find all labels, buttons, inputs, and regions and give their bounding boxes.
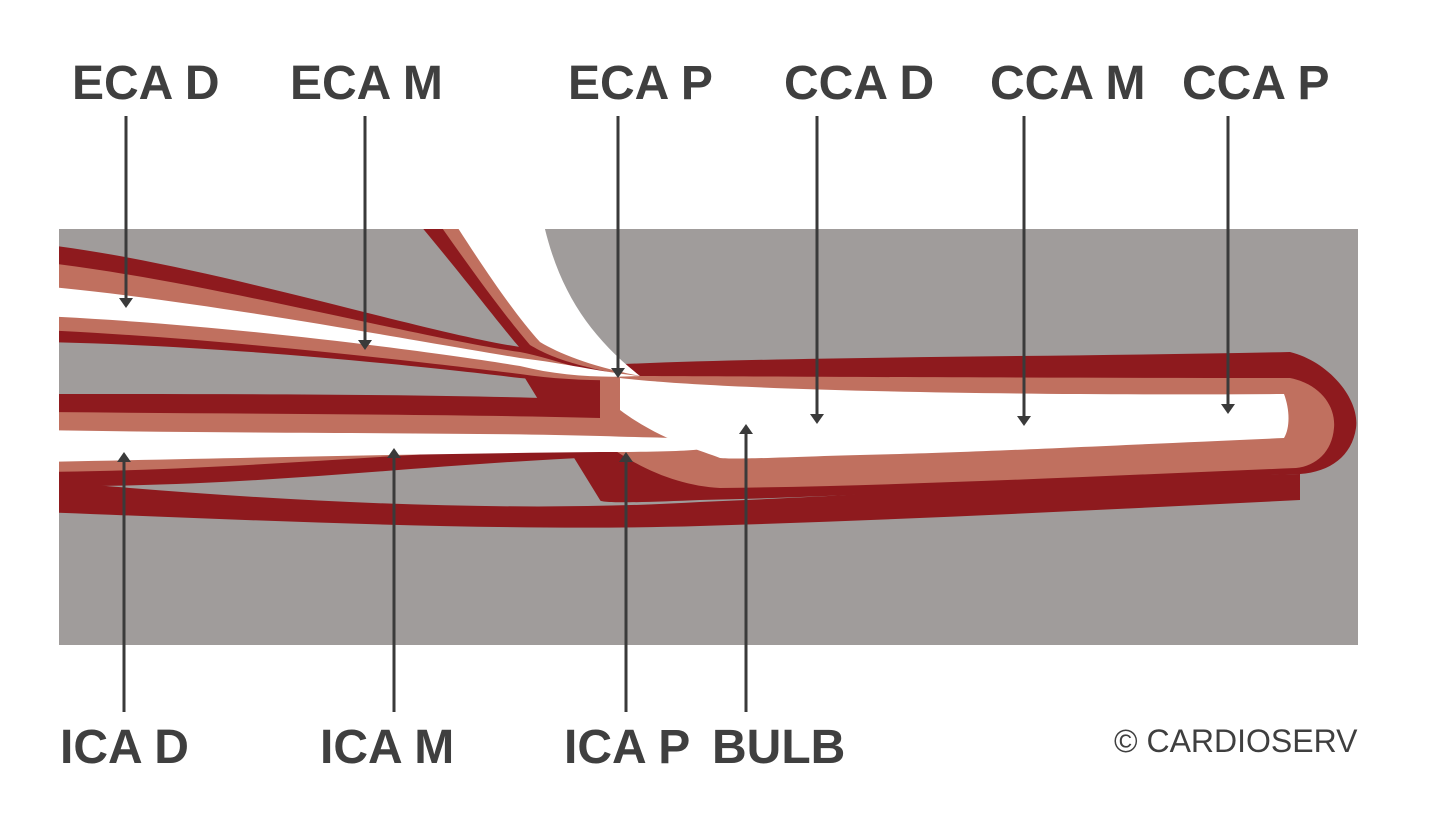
pointer-eca-p — [611, 116, 625, 378]
pointer-eca-m — [358, 116, 372, 350]
arrow-down-icon — [119, 298, 133, 308]
arrow-down-icon — [358, 340, 372, 350]
label-ica-d: ICA D — [60, 721, 189, 774]
label-cca-m: CCA M — [990, 57, 1146, 110]
pointer-eca-d — [119, 116, 133, 308]
arrow-down-icon — [1017, 416, 1031, 426]
label-eca-m: ECA M — [290, 57, 443, 110]
label-cca-d: CCA D — [784, 57, 935, 110]
eca-lumen — [59, 287, 640, 377]
arrow-up-icon — [387, 448, 401, 458]
arrow-up-icon — [117, 452, 131, 462]
ica-lower-outer — [59, 474, 1300, 528]
lumen-layer — [59, 229, 1289, 462]
vessel-group — [59, 229, 1357, 528]
upper-loop-lumen — [458, 229, 640, 376]
eca-branch-media — [59, 264, 640, 381]
pointer-ica-d — [117, 452, 131, 712]
pointer-ica-m — [387, 448, 401, 712]
label-bulb: BULB — [712, 721, 846, 774]
label-ica-p: ICA P — [564, 721, 691, 774]
pointer-ica-p — [619, 452, 633, 712]
pointer-cca-d — [810, 116, 824, 424]
label-eca-d: ECA D — [72, 57, 220, 110]
pointer-cca-m — [1017, 116, 1031, 426]
arrow-down-icon — [810, 414, 824, 424]
arrow-down-icon — [611, 368, 625, 378]
label-ica-m: ICA M — [320, 721, 455, 774]
cca-lumen — [620, 378, 1289, 459]
pointer-bulb — [739, 424, 753, 712]
ica-lumen — [59, 430, 726, 462]
eca-branch-outer — [59, 246, 640, 382]
arrow-down-icon — [1221, 404, 1235, 414]
arrow-up-icon — [619, 452, 633, 462]
arrow-up-icon — [739, 424, 753, 434]
label-eca-p: ECA P — [568, 57, 713, 110]
copyright-notice: © CARDIOSERV — [1114, 723, 1358, 759]
pointer-cca-p — [1221, 116, 1235, 414]
label-pointers — [117, 116, 1235, 712]
label-cca-p: CCA P — [1182, 57, 1330, 110]
